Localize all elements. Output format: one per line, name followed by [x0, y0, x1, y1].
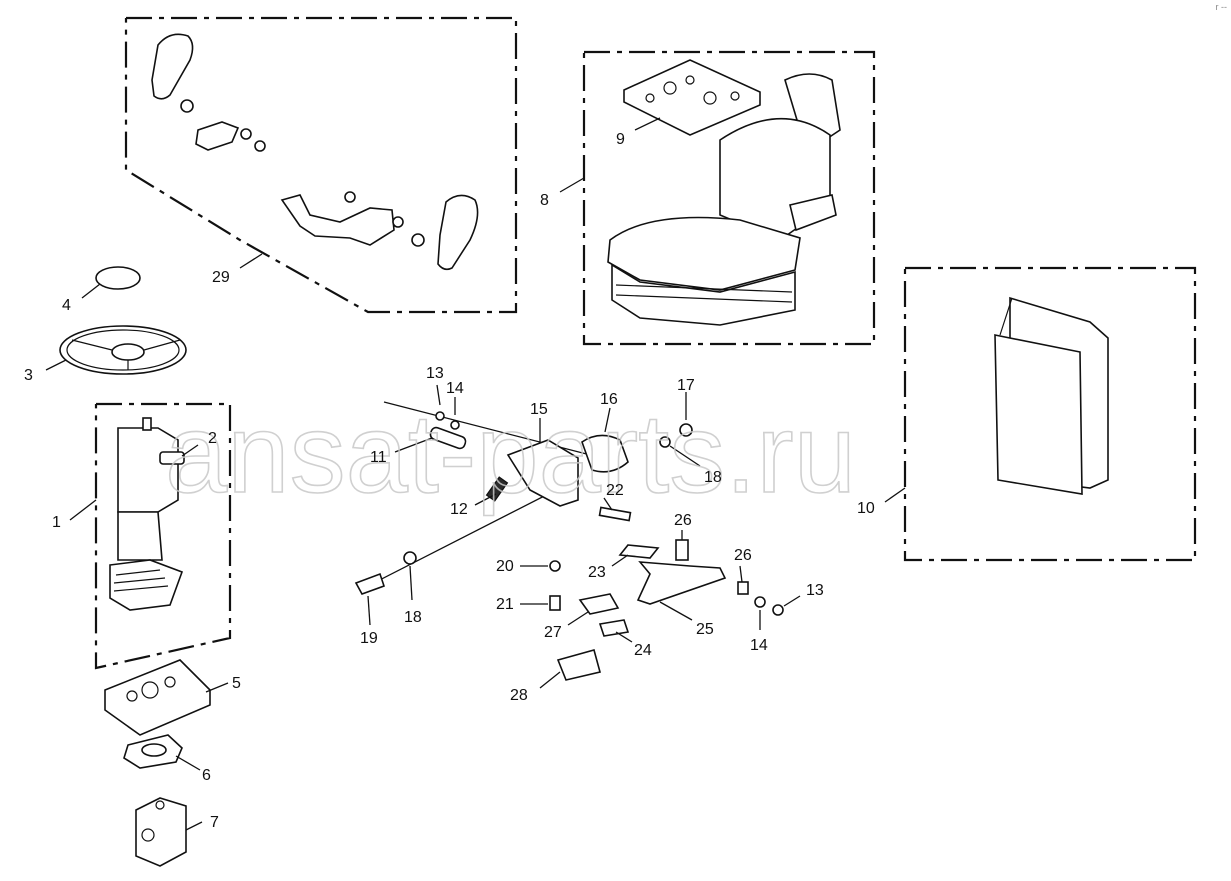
callout-20: 20 — [496, 558, 514, 575]
callout-19: 19 — [360, 630, 378, 647]
fitting-part — [159, 451, 185, 465]
callout-6: 6 — [202, 767, 211, 784]
operator-seat — [607, 73, 841, 326]
frame-armrest-group — [124, 16, 518, 314]
callout-5: 5 — [232, 675, 241, 692]
callout-15: 15 — [530, 401, 548, 418]
steering-column-part — [109, 417, 185, 611]
callout-14b: 14 — [750, 637, 768, 654]
frame-seat-group — [582, 50, 876, 346]
callout-10: 10 — [857, 500, 875, 517]
callout-11: 11 — [370, 449, 387, 466]
callout-4: 4 — [62, 297, 71, 314]
callout-7: 7 — [210, 814, 219, 831]
callout-26a: 26 — [674, 512, 692, 529]
callout-8: 8 — [540, 192, 549, 209]
backrest-panel — [994, 296, 1109, 495]
seat-mounting-plate — [623, 59, 761, 136]
steering-wheel-part — [59, 325, 187, 375]
callout-17: 17 — [677, 377, 695, 394]
armrest-assembly — [151, 33, 479, 271]
callout-27: 27 — [544, 624, 562, 641]
callout-18a: 18 — [704, 469, 722, 486]
callout-14a: 14 — [446, 380, 464, 397]
cap-part — [95, 266, 141, 290]
callout-13a: 13 — [426, 365, 444, 382]
leader-lines — [45, 117, 906, 831]
frame-column-group — [94, 402, 232, 670]
callout-3: 3 — [24, 367, 33, 384]
frame-backrest-group — [903, 266, 1197, 562]
callout-24: 24 — [634, 642, 652, 659]
callout-16: 16 — [600, 391, 618, 408]
callout-26b: 26 — [734, 547, 752, 564]
callout-25: 25 — [696, 621, 714, 638]
linkage-assembly — [354, 401, 784, 681]
callout-18b: 18 — [404, 609, 422, 626]
callout-1: 1 — [52, 514, 61, 531]
callout-12: 12 — [450, 501, 468, 518]
steering-unit-assembly — [104, 659, 211, 867]
callout-22: 22 — [606, 482, 624, 499]
callout-9: 9 — [616, 131, 625, 148]
callout-13b: 13 — [806, 582, 824, 599]
callout-2: 2 — [208, 430, 217, 447]
callout-21: 21 — [496, 596, 514, 613]
callout-28: 28 — [510, 687, 528, 704]
callout-23: 23 — [588, 564, 606, 581]
watermark-text: ansat-parts.ru — [165, 391, 856, 516]
callout-29: 29 — [212, 269, 230, 286]
corner-mark: r -- — [1215, 2, 1228, 12]
